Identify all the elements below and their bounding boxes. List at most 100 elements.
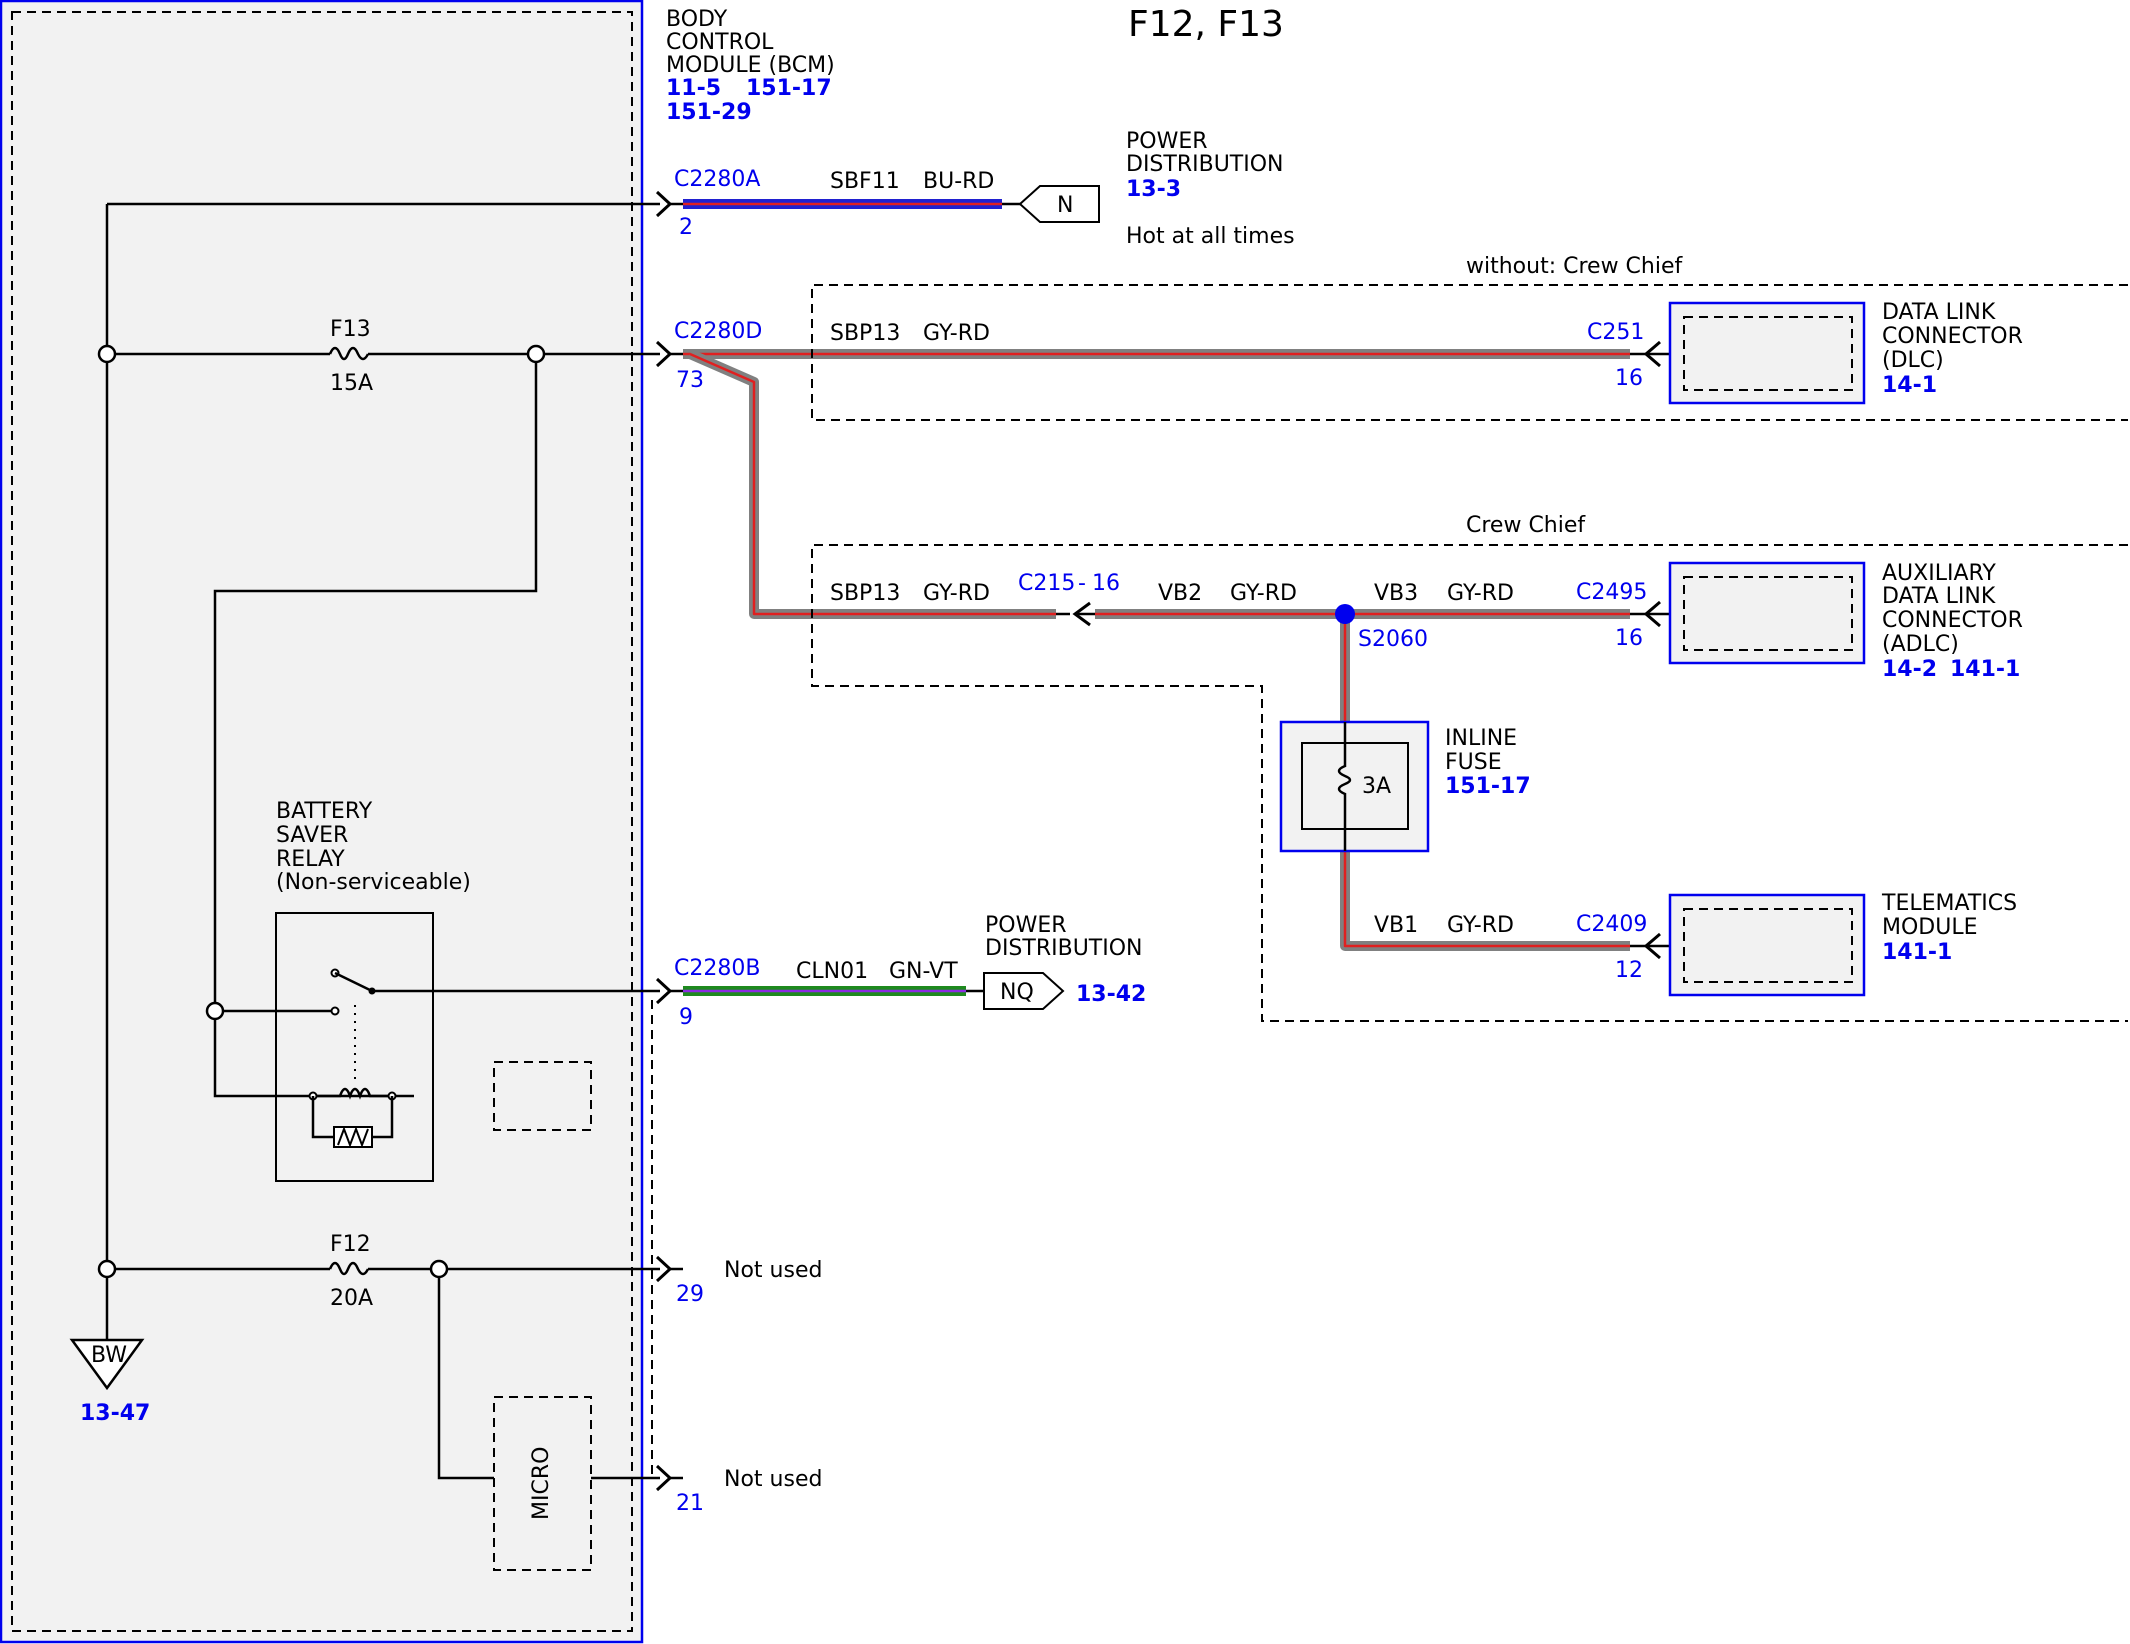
relay-switch-arm [334,971,373,993]
adlc-ref-141-1[interactable]: 141-1 [1950,657,2020,682]
relay-contact-no [330,1006,340,1016]
vb1-circuit: VB1 [1374,913,1418,938]
telematics-inner [1683,908,1853,983]
splice-label[interactable]: S2060 [1358,627,1428,652]
inline-fuse-line-1: INLINE [1445,726,1517,751]
inline-fuse-body [1301,742,1409,830]
sbp13-color: GY-RD [923,321,990,346]
relay-resistor-zigzag [337,1126,369,1148]
sbf11-color: BU-RD [923,169,994,194]
junction-f12-bus [97,1259,117,1279]
c2280a-label[interactable]: C2280A [674,167,760,192]
splice-s2060[interactable] [1335,604,1355,624]
inline-fuse-line-2: FUSE [1445,750,1502,775]
c2280d-pin: 73 [676,368,704,393]
option-without-crew-chief [811,284,2128,421]
bcm-ref-11-5[interactable]: 11-5 [666,76,721,101]
ground-triangle [69,1338,145,1391]
cln01-color: GN-VT [889,959,958,984]
inline-fuse-element [1337,722,1352,851]
micro-box [493,1396,592,1571]
adlc-inner [1683,576,1853,651]
fuse-f12-symbol [328,1261,370,1276]
vb3-color: GY-RD [1447,581,1514,606]
fuse-f12-rating: 20A [330,1286,373,1311]
option-crew-chief-label: Crew Chief [1466,513,1586,538]
telematics-outline [1668,893,1866,997]
junction-relay-feed [205,1001,225,1021]
dlc-inner [1683,316,1853,391]
bcm-connector-arrows [655,190,673,1492]
fuse-f13-symbol [328,346,370,361]
dlc-line-2: CONNECTOR [1882,324,2023,349]
bcm-inner-dash [11,11,633,1632]
inline-fuse-rating: 3A [1362,774,1391,799]
adlc-line-4: (ADLC) [1882,632,1959,657]
pd-top-ref[interactable]: 13-3 [1126,177,1181,202]
wire-vb1 [1340,851,1630,951]
battery-saver-relay [275,912,434,1182]
telematics-line-2: MODULE [1882,915,1978,940]
pd-tag-n[interactable] [1018,185,1100,223]
telematics-ref-141-1[interactable]: 141-1 [1882,940,1952,965]
cln01-circuit: CLN01 [796,959,868,984]
dlc-line-1: DATA LINK [1882,300,1996,325]
bcm-name-line-1: BODY [666,7,728,32]
c2409-pin: 12 [1615,958,1643,983]
vb1-color: GY-RD [1447,913,1514,938]
junction-f13-relay [526,344,546,364]
connector-stubs [670,202,683,1480]
pin21-note: Not used [724,1467,822,1492]
inline-fuse-ref[interactable]: 151-17 [1445,774,1531,799]
sbp13-circuit: SBP13 [830,321,900,346]
c2495-label[interactable]: C2495 [1576,580,1647,605]
telematics-line-1: TELEMATICS [1881,891,2017,916]
relay-label-line-3: RELAY [276,847,345,872]
pd-top-line-2: DISTRIBUTION [1126,152,1284,177]
dlc-line-3: (DLC) [1882,348,1944,373]
bcm-ref-151-17[interactable]: 151-17 [746,76,832,101]
ground-label: BW [91,1343,127,1368]
sbp13-branch-color: GY-RD [923,581,990,606]
pin29-label: 29 [676,1282,704,1307]
option-without-label: without: Crew Chief [1466,254,1684,279]
c215-separator: - [1078,571,1086,596]
relay-box [275,912,434,1182]
relay-coil-feed [213,354,538,1098]
c2280d-label[interactable]: C2280D [674,319,762,344]
bcm-name-line-3: MODULE (BCM) [666,53,835,78]
ground-ref[interactable]: 13-47 [80,1401,150,1426]
fuse-f12-name: F12 [330,1232,371,1257]
adlc-ref-14-2[interactable]: 14-2 [1882,657,1937,682]
adlc-line-2: DATA LINK [1882,584,1996,609]
pd-tag-n-label: N [1057,193,1073,218]
dlc-module [1668,301,1866,405]
adlc-outline [1668,561,1866,665]
junction-f13-bus [97,344,117,364]
relay-label-line-2: SAVER [276,823,348,848]
c2409-label[interactable]: C2409 [1576,912,1647,937]
pin21-label: 21 [676,1491,704,1516]
c215-label[interactable]: C215 [1018,571,1075,596]
pd-top-note: Hot at all times [1126,224,1295,249]
c251-pin: 16 [1615,366,1643,391]
pd-top-line-1: POWER [1126,129,1208,154]
c251-label[interactable]: C251 [1587,320,1644,345]
c215-pin: 16 [1092,571,1120,596]
c2280b-label[interactable]: C2280B [674,956,760,981]
relay-label-line-1: BATTERY [276,799,373,824]
bcm-ref-151-29[interactable]: 151-29 [666,100,752,125]
c2280b-pin: 9 [679,1005,693,1030]
sbp13-branch-circuit: SBP13 [830,581,900,606]
dlc-ref-14-1[interactable]: 14-1 [1882,373,1937,398]
diagram-title: F12, F13 [1128,4,1284,45]
ground-bw: BW 13-47 [69,1338,150,1426]
sbf11-circuit: SBF11 [830,169,900,194]
relay-label-line-4: (Non-serviceable) [276,870,471,895]
vb2-color: GY-RD [1230,581,1297,606]
relay-control-box [493,1061,592,1131]
pd-tag-nq[interactable] [983,972,1065,1010]
relay-coil-symbol [313,1087,392,1100]
pd-mid-ref[interactable]: 13-42 [1076,982,1146,1007]
